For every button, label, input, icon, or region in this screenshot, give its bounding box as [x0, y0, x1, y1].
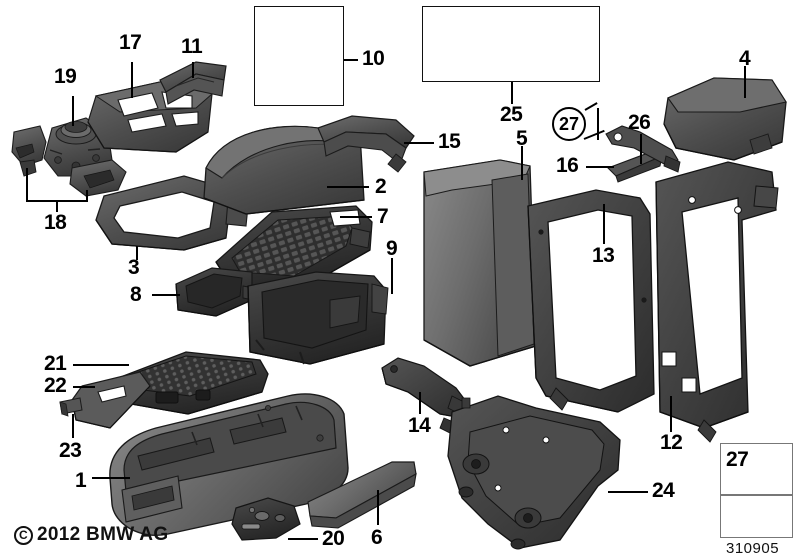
callout-5: 5 [516, 127, 528, 150]
leader-line-2 [327, 186, 369, 188]
leader-line-10 [344, 59, 358, 61]
callout-19: 19 [54, 65, 77, 88]
leader-line-7 [340, 216, 372, 218]
callout-12: 12 [660, 431, 683, 454]
leader-line-22 [73, 386, 95, 388]
leader-line-18d [56, 200, 58, 212]
leader-line-3 [136, 246, 138, 260]
leader-line-1 [92, 477, 130, 479]
part-26-latch-arm [605, 125, 681, 173]
callout-9: 9 [386, 237, 398, 260]
callout-14: 14 [408, 414, 431, 437]
leader-line-27-stem [597, 108, 599, 140]
legend-box-27 [720, 443, 793, 495]
callout-25: 25 [500, 103, 523, 126]
callout-7: 7 [377, 205, 389, 228]
leader-line-14 [419, 392, 421, 414]
copyright-symbol: C [14, 526, 33, 545]
leader-line-19 [72, 96, 74, 126]
callout-1: 1 [75, 469, 87, 492]
inset-box-25 [422, 6, 600, 82]
leader-line-8 [152, 294, 180, 296]
leader-line-12 [670, 396, 672, 432]
leader-line-26 [640, 134, 642, 164]
callout-27-circled: 27 [552, 107, 586, 141]
callout-26: 26 [628, 111, 651, 134]
leader-line-25 [511, 82, 513, 104]
leader-line-5 [521, 146, 523, 180]
leader-line-4 [744, 66, 746, 98]
leader-line-23 [72, 414, 74, 438]
legend-box-arrow [720, 495, 793, 538]
part-13-inner-frame [527, 189, 655, 413]
part-20-switch-bezel [231, 497, 301, 541]
callout-22: 22 [44, 374, 67, 397]
callout-13: 13 [592, 244, 615, 267]
leader-line-21 [73, 364, 129, 366]
part-4-headrest [663, 77, 787, 161]
callout-18: 18 [44, 211, 67, 234]
callout-10: 10 [362, 47, 385, 70]
diagram-number: 310905 [726, 540, 780, 557]
callout-17: 17 [119, 31, 142, 54]
part-18-trim-clips [11, 125, 127, 197]
callout-3: 3 [128, 256, 140, 279]
part-9-storage-box [247, 271, 389, 365]
callout-24: 24 [652, 479, 675, 502]
part-21-perforated-panel [117, 351, 269, 415]
part-8-small-tray [175, 267, 255, 317]
part-5-side-panel [423, 159, 537, 367]
leader-line-24 [608, 491, 648, 493]
inset-box-10 [254, 6, 344, 106]
part-7-mesh-tray [215, 205, 373, 291]
callout-6: 6 [371, 526, 383, 549]
callout-20: 20 [322, 527, 345, 550]
leader-line-6 [377, 490, 379, 525]
leader-line-11 [192, 62, 194, 78]
callout-23: 23 [59, 439, 82, 462]
leader-line-20 [288, 538, 318, 540]
leader-line-18b [86, 190, 88, 202]
part-12-outer-frame [655, 161, 779, 443]
part-1-console-base [109, 393, 349, 536]
leader-line-16 [586, 166, 614, 168]
part-3-console-frame [95, 175, 249, 251]
part-24-mounting-bracket [447, 395, 621, 550]
part-15-rear-bracket [317, 115, 415, 173]
leader-line-13 [603, 204, 605, 244]
leader-line-17 [131, 62, 133, 98]
callout-15: 15 [438, 130, 461, 153]
leader-line-15 [404, 142, 434, 144]
callout-16: 16 [556, 154, 579, 177]
callout-8: 8 [130, 283, 142, 306]
callout-21: 21 [44, 352, 67, 375]
callout-4: 4 [739, 47, 751, 70]
part-2-armrest-lid [203, 125, 365, 215]
copyright-text: 2012 BMW AG [37, 524, 169, 545]
callout-2: 2 [375, 175, 387, 198]
part-23-small-clip [59, 397, 83, 417]
leader-line-18a [26, 168, 28, 202]
part-6-trim-rail [307, 461, 417, 529]
part-11-rear-strip [159, 61, 227, 105]
leader-line-9 [391, 258, 393, 294]
callout-11: 11 [181, 35, 203, 58]
callout-27-legend: 27 [726, 448, 749, 471]
